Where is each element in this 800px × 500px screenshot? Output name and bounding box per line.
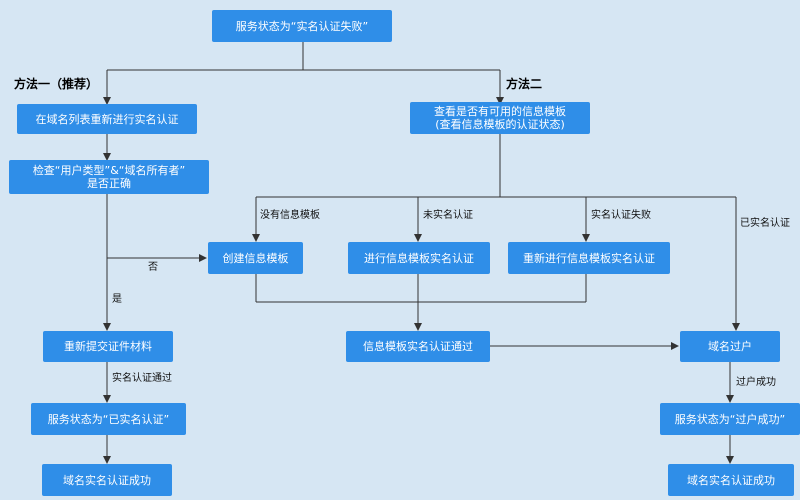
node-status-transfer-success: 服务状态为“过户成功”: [660, 403, 800, 435]
node-domain-list-reauth: 在域名列表重新进行实名认证: [17, 104, 197, 134]
label-verify-failed: 实名认证失败: [591, 210, 651, 221]
label-auth-passed: 实名认证通过: [112, 373, 172, 384]
node-domain-auth-success-right: 域名实名认证成功: [668, 464, 794, 496]
label-yes: 是: [112, 294, 122, 305]
label-no: 否: [148, 262, 158, 273]
node-create-template: 创建信息模板: [208, 242, 303, 274]
node-status-verified: 服务状态为“已实名认证”: [31, 403, 186, 435]
node-domain-auth-success-left: 域名实名认证成功: [42, 464, 172, 496]
node-template-reauth: 重新进行信息模板实名认证: [508, 242, 670, 274]
node-check-template: 查看是否有可用的信息模板 (查看信息模板的认证状态): [410, 102, 590, 134]
label-already-verified: 已实名认证: [740, 218, 790, 229]
node-template-auth: 进行信息模板实名认证: [348, 242, 490, 274]
label-not-verified: 未实名认证: [423, 210, 473, 221]
node-resubmit-docs: 重新提交证件材料: [43, 331, 173, 362]
label-transfer-success: 过户成功: [736, 377, 776, 388]
node-template-auth-passed: 信息模板实名认证通过: [346, 331, 490, 362]
node-check-user-type: 检查“用户类型”&“域名所有者” 是否正确: [9, 160, 209, 194]
heading-method-two: 方法二: [506, 77, 543, 91]
node-domain-transfer: 域名过户: [680, 331, 780, 362]
heading-method-one: 方法一（推荐）: [14, 77, 99, 91]
node-status-failed: 服务状态为“实名认证失败”: [212, 10, 392, 42]
label-no-template: 没有信息模板: [260, 210, 320, 221]
